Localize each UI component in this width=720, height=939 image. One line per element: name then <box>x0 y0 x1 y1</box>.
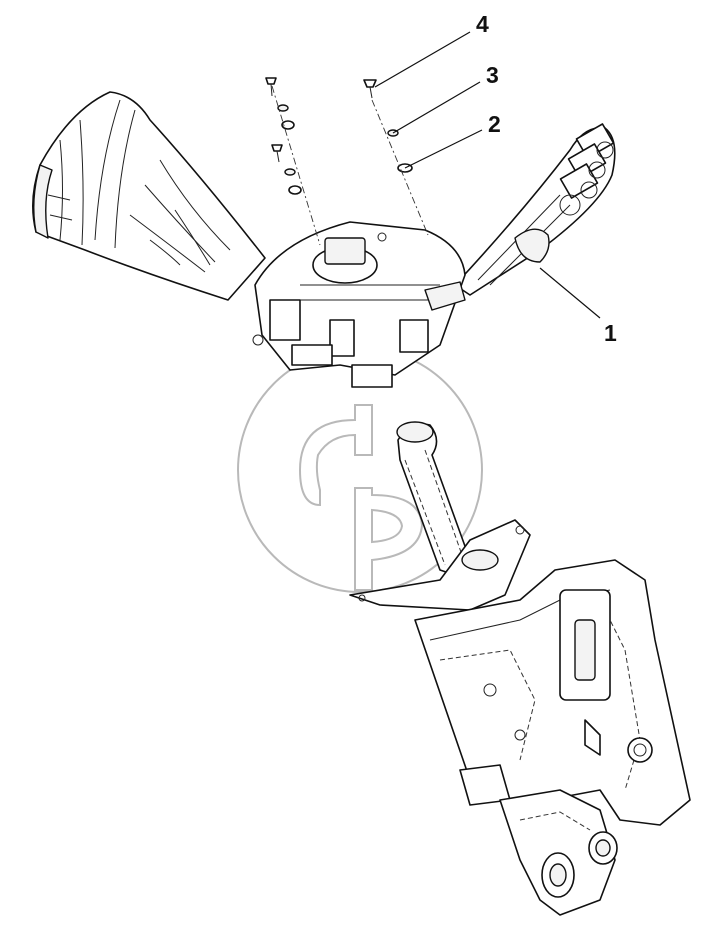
right-switch-stalk <box>454 123 616 296</box>
right-fastener-stack <box>363 79 429 236</box>
callout-2: 2 <box>488 111 501 137</box>
leader-3 <box>392 81 481 134</box>
column-support-assembly <box>414 559 691 826</box>
left-fastener-stack <box>265 77 321 246</box>
leader-4 <box>374 31 471 88</box>
leader-1 <box>539 267 601 319</box>
callout-1: 1 <box>604 320 617 346</box>
callout-leaders <box>374 31 601 319</box>
steering-shaft <box>396 421 471 576</box>
callout-4: 4 <box>476 11 489 37</box>
callout-3: 3 <box>486 62 499 88</box>
left-switch-stalk <box>32 91 266 301</box>
mounting-bracket <box>349 519 531 611</box>
universal-joint <box>499 789 618 916</box>
switch-housing <box>252 221 466 388</box>
leader-2 <box>404 129 483 169</box>
